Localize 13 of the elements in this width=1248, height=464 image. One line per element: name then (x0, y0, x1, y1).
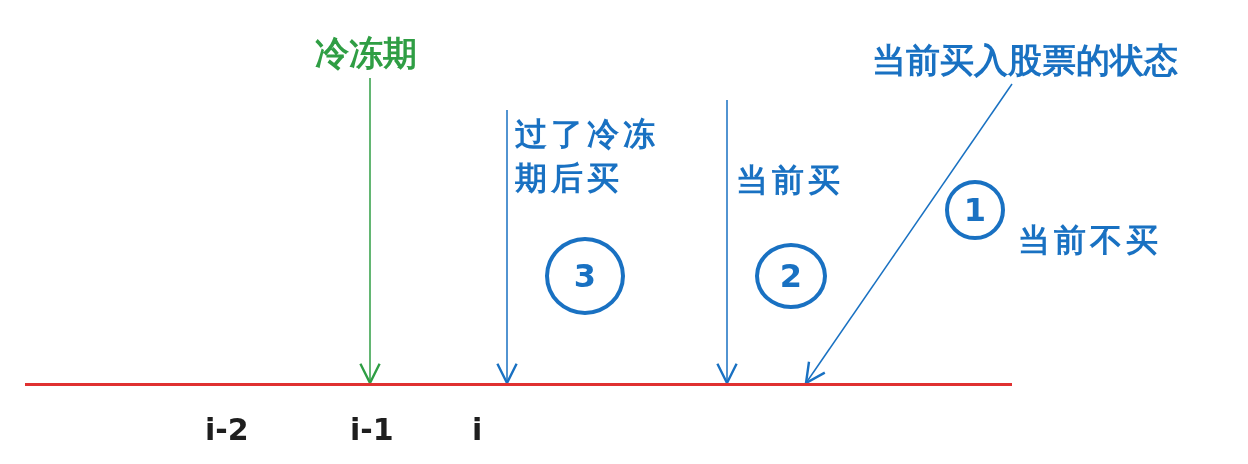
arrow (496, 109, 518, 385)
arrow (804, 83, 1013, 385)
circled-number: 3 (545, 237, 625, 315)
index-label: i-1 (350, 412, 394, 447)
index-label: i (472, 412, 483, 447)
index-label: i-2 (205, 412, 249, 447)
arrow (359, 77, 381, 385)
arrow (716, 99, 738, 385)
circled-number: 1 (945, 180, 1005, 240)
heading-text: 冷冻期 (298, 28, 434, 78)
circled-number: 2 (755, 243, 827, 309)
heading-text: 当前买入股票的状态 (828, 36, 1222, 84)
timeline-line (25, 383, 1012, 386)
